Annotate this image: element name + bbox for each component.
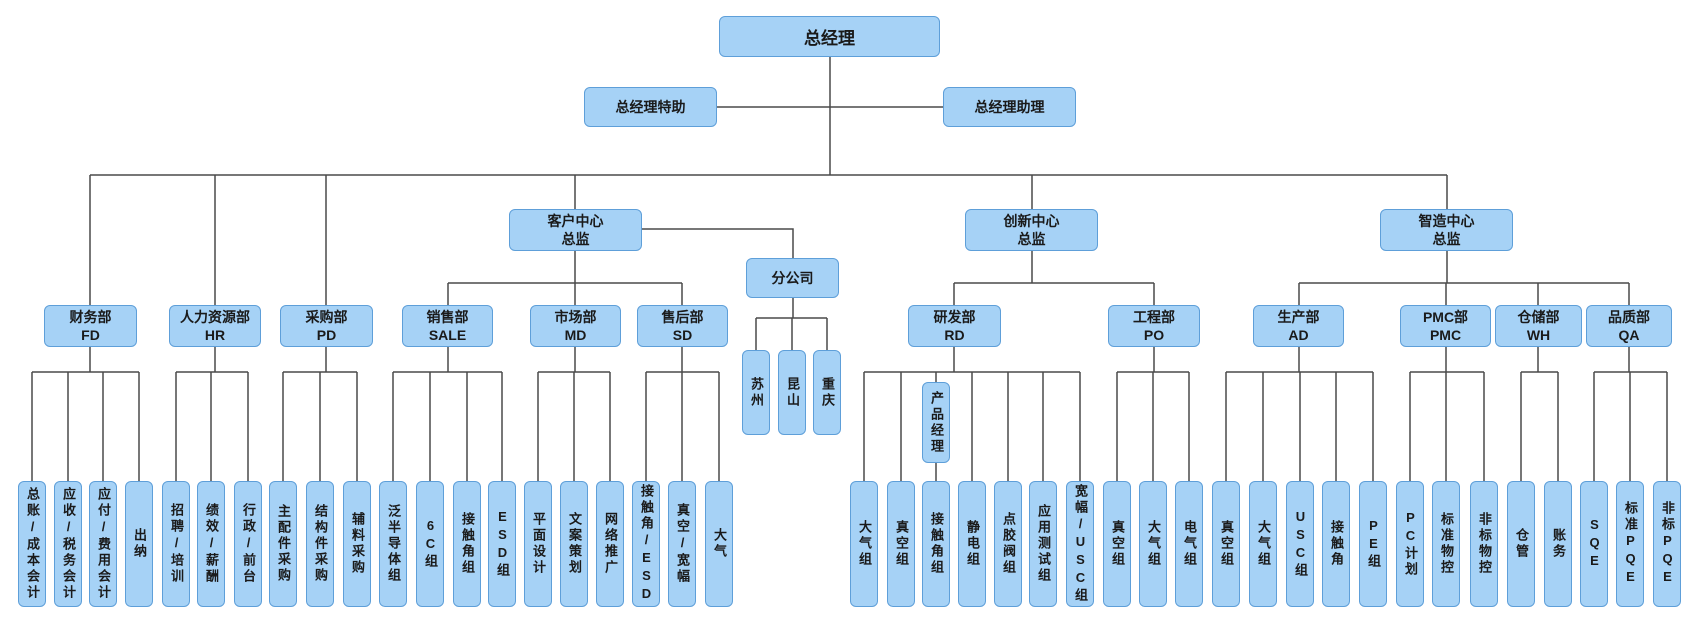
node-label: PMC部 xyxy=(1422,309,1469,325)
node-branch-chongqing: 重庆 xyxy=(813,350,841,435)
node-general-manager: 总经理 xyxy=(719,16,940,57)
node-branch-company: 分公司 xyxy=(746,258,839,298)
leaf-node: 非标PQE xyxy=(1653,481,1681,607)
leaf-node: 静电组 xyxy=(958,481,986,607)
node-code: SALE xyxy=(428,327,467,343)
node-code: PO xyxy=(1143,327,1165,343)
leaf-node: 大气组 xyxy=(850,481,878,607)
node-label: 创新中心 xyxy=(1003,213,1060,229)
node-label: 智造中心 xyxy=(1418,213,1475,229)
node-code: RD xyxy=(944,327,965,343)
leaf-node: 辅料采购 xyxy=(343,481,371,607)
node-title: 总监 xyxy=(1017,231,1046,247)
node-purchasing-dept: 采购部 PD xyxy=(280,305,373,347)
leaf-node: 6C组 xyxy=(416,481,444,607)
leaf-node: 招聘/培训 xyxy=(162,481,190,607)
leaf-node: 接触角组 xyxy=(922,481,950,607)
leaf-node: 网络推广 xyxy=(596,481,624,607)
leaf-node: 接触角 xyxy=(1322,481,1350,607)
node-pmc-dept: PMC部 PMC xyxy=(1400,305,1491,347)
leaf-node: 总账/成本会计 xyxy=(18,481,46,607)
node-code: HR xyxy=(204,327,226,343)
node-label: 财务部 xyxy=(69,309,112,325)
node-code: PMC xyxy=(1429,327,1462,343)
node-product-manager: 产品经理 xyxy=(922,382,950,463)
leaf-node: USC组 xyxy=(1286,481,1314,607)
leaf-node: 应用测试组 xyxy=(1029,481,1057,607)
node-gm-assistant: 总经理助理 xyxy=(943,87,1076,127)
node-label: 工程部 xyxy=(1133,309,1175,325)
node-quality-dept: 品质部 QA xyxy=(1586,305,1672,347)
leaf-node: 结构件采购 xyxy=(306,481,334,607)
leaf-node: 点胶阀组 xyxy=(994,481,1022,607)
node-label: 采购部 xyxy=(305,309,348,325)
leaf-node: 大气 xyxy=(705,481,733,607)
leaf-node: 应付/费用会计 xyxy=(89,481,117,607)
node-label: 人力资源部 xyxy=(180,309,250,325)
node-rnd-dept: 研发部 RD xyxy=(908,305,1001,347)
node-label: 研发部 xyxy=(933,309,976,325)
leaf-node: PC计划 xyxy=(1396,481,1424,607)
node-code: SD xyxy=(672,327,693,343)
leaf-node: SQE xyxy=(1580,481,1608,607)
leaf-node: 主配件采购 xyxy=(269,481,297,607)
leaf-node: 真空组 xyxy=(1103,481,1131,607)
node-label: 销售部 xyxy=(426,309,469,325)
node-code: PD xyxy=(316,327,337,343)
leaf-node: 文案策划 xyxy=(560,481,588,607)
node-aftersales-dept: 售后部 SD xyxy=(637,305,728,347)
leaf-node: 泛半导体组 xyxy=(379,481,407,607)
node-label: 生产部 xyxy=(1277,309,1320,325)
node-marketing-dept: 市场部 MD xyxy=(530,305,621,347)
leaf-node: 接触角组 xyxy=(453,481,481,607)
node-branch-suzhou: 苏州 xyxy=(742,350,770,435)
leaf-node: ESD组 xyxy=(488,481,516,607)
leaf-node: 宽幅/USC组 xyxy=(1066,481,1094,607)
leaf-node: 绩效/薪酬 xyxy=(197,481,225,607)
leaf-node: 平面设计 xyxy=(524,481,552,607)
node-hr-dept: 人力资源部 HR xyxy=(169,305,261,347)
node-customer-center-director: 客户中心 总监 xyxy=(509,209,642,251)
node-innovation-center-director: 创新中心 总监 xyxy=(965,209,1098,251)
node-title: 总监 xyxy=(1432,231,1461,247)
node-label: 售后部 xyxy=(661,309,704,325)
leaf-node: 出纳 xyxy=(125,481,153,607)
node-engineering-dept: 工程部 PO xyxy=(1108,305,1200,347)
node-branch-kunshan: 昆山 xyxy=(778,350,806,435)
leaf-node: 电气组 xyxy=(1175,481,1203,607)
node-finance-dept: 财务部 FD xyxy=(44,305,137,347)
node-sales-dept: 销售部 SALE xyxy=(402,305,493,347)
leaf-node: 标准物控 xyxy=(1432,481,1460,607)
node-label: 客户中心 xyxy=(547,213,604,229)
node-manufacturing-center-director: 智造中心 总监 xyxy=(1380,209,1513,251)
node-code: FD xyxy=(81,327,100,343)
node-code: QA xyxy=(1618,327,1640,343)
node-label: 仓储部 xyxy=(1517,309,1560,325)
node-code: WH xyxy=(1526,327,1551,343)
leaf-node: 标准PQE xyxy=(1616,481,1644,607)
node-production-dept: 生产部 AD xyxy=(1253,305,1344,347)
node-code: AD xyxy=(1288,327,1309,343)
leaf-node: 大气组 xyxy=(1249,481,1277,607)
leaf-node: 接触角/ESD xyxy=(632,481,660,607)
node-label: 品质部 xyxy=(1608,309,1650,325)
leaf-node: 大气组 xyxy=(1139,481,1167,607)
leaf-node: 行政/前台 xyxy=(234,481,262,607)
node-label: 市场部 xyxy=(554,309,597,325)
leaf-node: 账务 xyxy=(1544,481,1572,607)
node-warehouse-dept: 仓储部 WH xyxy=(1495,305,1582,347)
leaf-node: 非标物控 xyxy=(1470,481,1498,607)
node-gm-special-assistant: 总经理特助 xyxy=(584,87,717,127)
leaf-node: 真空/宽幅 xyxy=(668,481,696,607)
leaf-node: 应收/税务会计 xyxy=(54,481,82,607)
leaf-node: PE组 xyxy=(1359,481,1387,607)
leaf-node: 仓管 xyxy=(1507,481,1535,607)
leaf-node: 真空组 xyxy=(1212,481,1240,607)
node-title: 总监 xyxy=(561,231,590,247)
node-code: MD xyxy=(564,327,587,343)
leaf-node: 真空组 xyxy=(887,481,915,607)
